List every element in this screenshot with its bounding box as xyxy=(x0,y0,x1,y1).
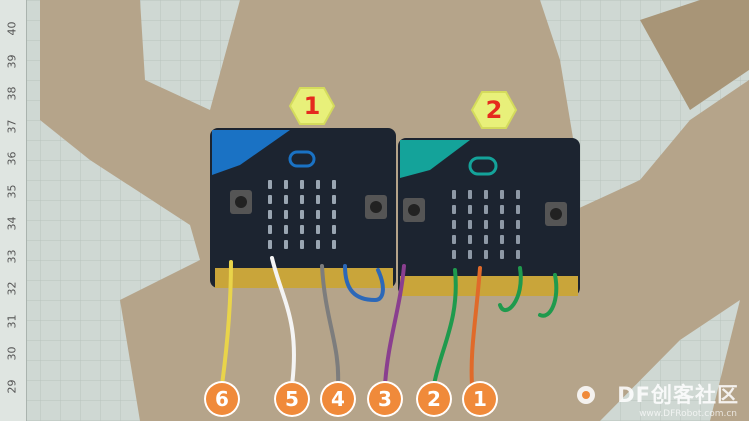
led xyxy=(332,240,336,249)
wire-purple xyxy=(383,264,406,387)
led xyxy=(268,195,272,204)
led xyxy=(484,190,488,199)
board-label-1-text: 1 xyxy=(303,92,321,120)
led xyxy=(316,210,320,219)
led xyxy=(452,190,456,199)
microbit-board-1 xyxy=(210,128,396,288)
wire-loop-2 xyxy=(498,266,523,313)
wire-badge-4: 4 xyxy=(320,381,356,417)
wires xyxy=(220,256,559,387)
led xyxy=(484,220,488,229)
led xyxy=(484,235,488,244)
wire-loop-1 xyxy=(343,264,385,303)
wire-badge-6-text: 6 xyxy=(215,387,229,411)
led xyxy=(268,180,272,189)
ruler-number: 34 xyxy=(5,216,19,231)
ruler-number: 40 xyxy=(5,21,19,36)
led xyxy=(516,190,520,199)
board-label-1: 1 xyxy=(288,86,336,126)
led xyxy=(500,220,504,229)
ruler-number: 29 xyxy=(5,379,19,393)
wire-badge-5-text: 5 xyxy=(285,387,299,411)
led xyxy=(452,205,456,214)
led xyxy=(332,225,336,234)
dfrobot-logo-icon xyxy=(577,386,595,404)
led xyxy=(300,240,304,249)
wire-badge-1: 1 xyxy=(462,381,498,417)
led xyxy=(268,225,272,234)
watermark-url: www.DFRobot.com.cn xyxy=(639,409,737,419)
led xyxy=(284,180,288,189)
led xyxy=(468,190,472,199)
led xyxy=(332,195,336,204)
wire-badge-5: 5 xyxy=(274,381,310,417)
ruler: 40 39 38 37 36 35 34 33 32 31 30 29 xyxy=(0,0,27,421)
led xyxy=(452,235,456,244)
wire-badge-4-text: 4 xyxy=(331,387,345,411)
wire-badge-1-text: 1 xyxy=(473,387,487,411)
ruler-number: 33 xyxy=(5,249,19,263)
ruler-number: 31 xyxy=(5,314,19,328)
led xyxy=(284,240,288,249)
wire-badge-2-text: 2 xyxy=(427,387,441,411)
wire-badge-3: 3 xyxy=(367,381,403,417)
microbit-board-2 xyxy=(398,138,580,296)
wire-gray xyxy=(320,264,341,387)
watermark-brand: DF创客社区 xyxy=(617,383,739,407)
led xyxy=(332,210,336,219)
wire-loop-3 xyxy=(538,273,559,318)
cardboard-scrap xyxy=(640,0,749,110)
led xyxy=(468,235,472,244)
led xyxy=(468,205,472,214)
wire-yellow xyxy=(220,260,233,387)
ruler-number: 36 xyxy=(5,151,19,166)
led xyxy=(316,240,320,249)
ruler-number: 30 xyxy=(5,346,19,361)
board-label-2-text: 2 xyxy=(485,96,503,124)
led xyxy=(452,220,456,229)
led xyxy=(516,235,520,244)
led xyxy=(516,220,520,229)
led xyxy=(452,250,456,259)
wire-orange xyxy=(469,266,482,387)
board-label-2: 2 xyxy=(470,90,518,130)
led xyxy=(484,250,488,259)
led xyxy=(268,240,272,249)
wire-badge-2: 2 xyxy=(416,381,452,417)
led xyxy=(284,225,288,234)
led xyxy=(516,205,520,214)
led xyxy=(268,210,272,219)
ruler-number: 35 xyxy=(5,184,19,198)
led xyxy=(300,210,304,219)
led xyxy=(284,210,288,219)
led xyxy=(300,195,304,204)
led xyxy=(468,220,472,229)
wire-green xyxy=(432,268,458,387)
led xyxy=(316,195,320,204)
led xyxy=(500,190,504,199)
ruler-number: 39 xyxy=(5,54,19,68)
ruler-number: 32 xyxy=(5,281,19,296)
wire-badge-3-text: 3 xyxy=(378,387,392,411)
led xyxy=(500,250,504,259)
wire-white xyxy=(270,256,296,387)
led xyxy=(468,250,472,259)
led xyxy=(332,180,336,189)
ruler-number: 37 xyxy=(5,119,19,133)
led xyxy=(500,205,504,214)
led xyxy=(484,205,488,214)
wire-badge-6: 6 xyxy=(204,381,240,417)
led xyxy=(300,180,304,189)
led xyxy=(316,225,320,234)
led xyxy=(284,195,288,204)
led xyxy=(316,180,320,189)
ruler-number: 38 xyxy=(5,86,19,101)
led xyxy=(516,250,520,259)
led xyxy=(300,225,304,234)
led xyxy=(500,235,504,244)
